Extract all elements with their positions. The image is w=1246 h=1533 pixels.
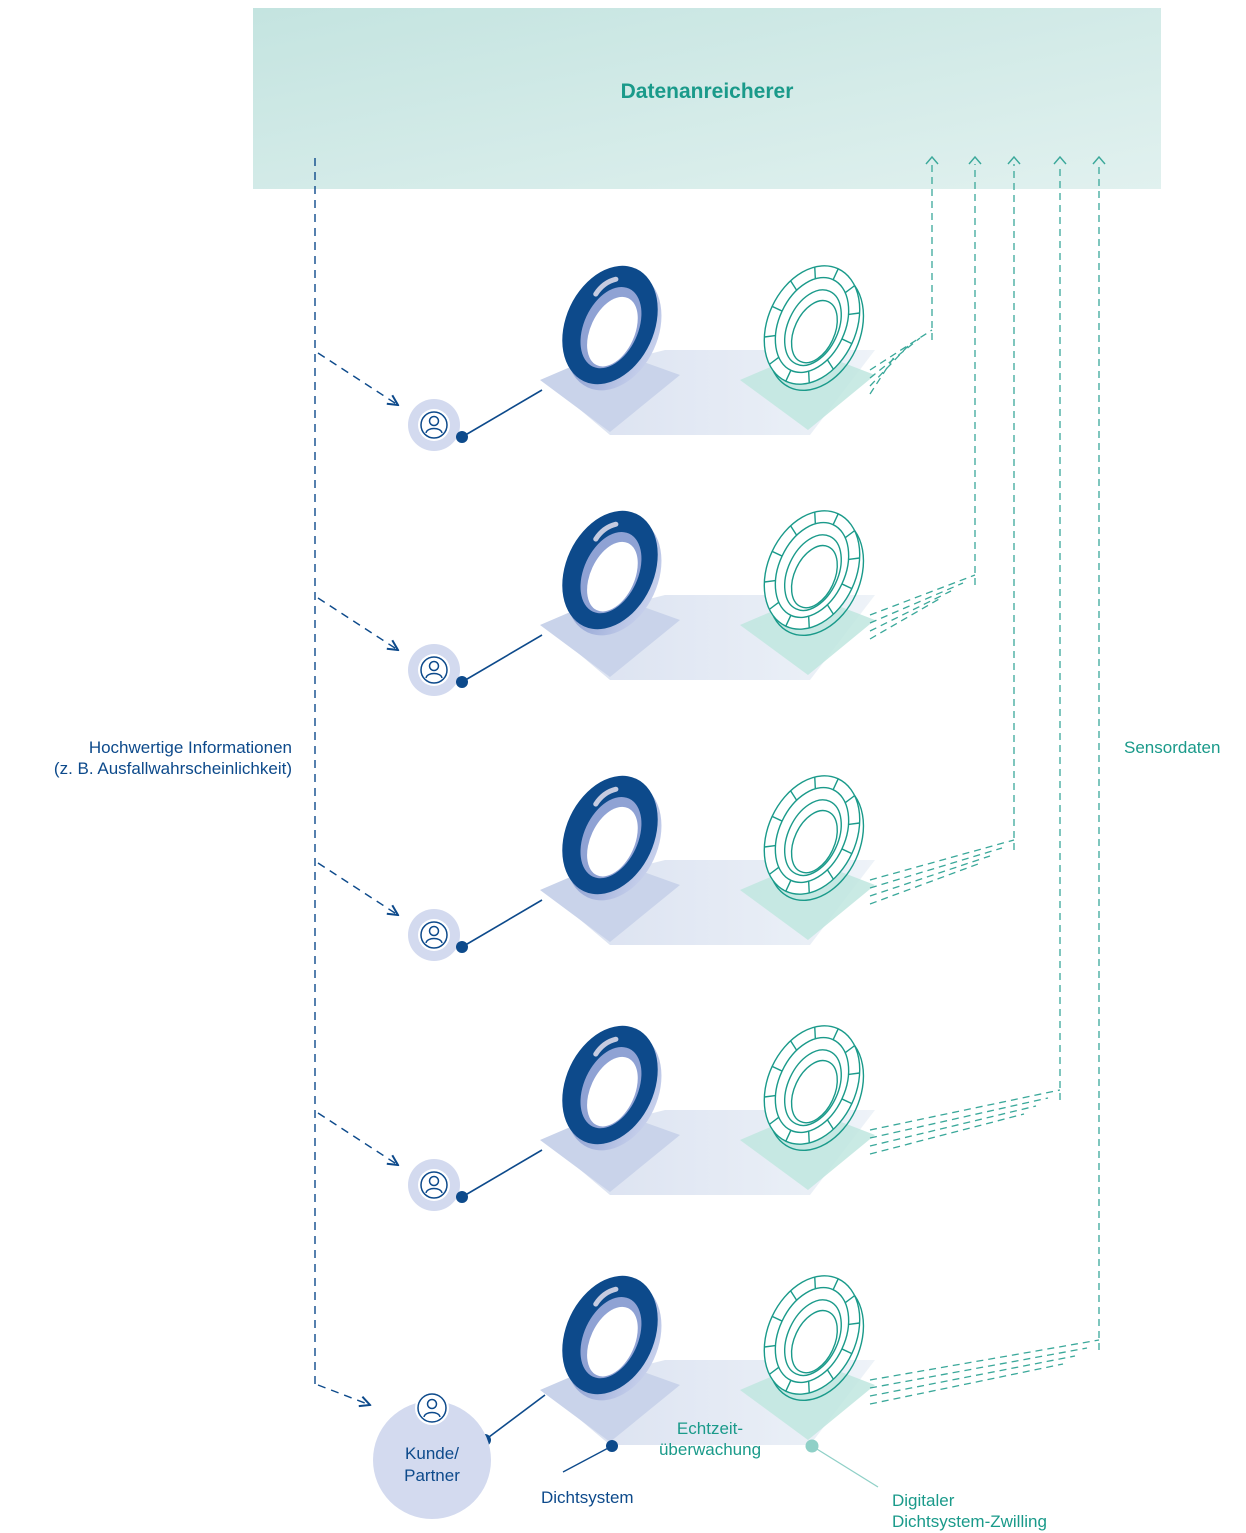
connector-line xyxy=(461,389,543,438)
seal-row xyxy=(317,164,1100,1446)
twin-label-line1: Digitaler xyxy=(892,1491,955,1510)
sensor-lines xyxy=(869,164,976,640)
seal-ring-icon xyxy=(562,1025,662,1151)
info-arrow xyxy=(317,862,398,915)
connector-line xyxy=(484,1394,546,1441)
seal-row xyxy=(317,164,933,451)
seal-marker-dot xyxy=(606,1440,618,1452)
info-arrow xyxy=(317,597,398,650)
info-arrow xyxy=(317,1112,398,1165)
customer-label-line2: Partner xyxy=(404,1466,460,1485)
seal-ring-icon xyxy=(562,1275,662,1401)
user-icon xyxy=(418,919,450,951)
seal-row xyxy=(317,164,976,696)
connector-dot xyxy=(456,431,468,443)
connector-line xyxy=(461,1149,543,1198)
seal-ring-icon xyxy=(562,510,662,636)
digital-twin-ring-icon xyxy=(763,265,865,392)
seal-row xyxy=(317,164,1061,1211)
connector-dot xyxy=(456,676,468,688)
info-label-line1: Hochwertige Informationen xyxy=(88,738,292,757)
sensor-arrowheads xyxy=(925,155,1106,165)
seal-label: Dichtsystem xyxy=(541,1488,634,1507)
user-icon xyxy=(418,409,450,441)
user-icon xyxy=(418,1169,450,1201)
sensor-lines xyxy=(869,164,1061,1155)
connector-dot xyxy=(456,1191,468,1203)
info-label-line2: (z. B. Ausfallwahrscheinlichkeit) xyxy=(53,759,292,778)
info-arrow xyxy=(317,352,398,405)
user-icon xyxy=(415,1391,449,1425)
sensor-data-label: Sensordaten xyxy=(1124,738,1221,757)
digital-twin-ring-icon xyxy=(763,510,865,637)
seal-ring-icon xyxy=(562,775,662,901)
digital-twin-ring-icon xyxy=(763,1275,865,1402)
digital-twin-ring-icon xyxy=(763,775,865,902)
twin-leader-line xyxy=(811,1445,879,1488)
seal-leader-line xyxy=(562,1445,613,1473)
twin-label-line2: Dichtsystem-Zwilling xyxy=(892,1512,1047,1531)
data-enricher-title: Datenanreicherer xyxy=(620,80,794,103)
sensor-lines xyxy=(869,164,1100,1405)
seal-ring-icon xyxy=(562,265,662,391)
connector-line xyxy=(461,899,543,948)
seal-row xyxy=(317,164,1015,961)
realtime-label-line2: überwachung xyxy=(658,1440,762,1459)
connector-dot xyxy=(456,941,468,953)
data-enricher-box xyxy=(253,8,1161,189)
customer-circle xyxy=(373,1401,491,1519)
twin-marker-dot xyxy=(805,1439,819,1453)
sensor-lines xyxy=(869,164,933,395)
digital-twin-ring-icon xyxy=(763,1025,865,1152)
info-arrow xyxy=(317,1384,370,1405)
connector-line xyxy=(461,634,543,683)
customer-label-line1: Kunde/ xyxy=(405,1444,459,1463)
realtime-label-line1: Echtzeit- xyxy=(676,1419,744,1438)
sensor-lines xyxy=(869,164,1015,905)
user-icon xyxy=(418,654,450,686)
